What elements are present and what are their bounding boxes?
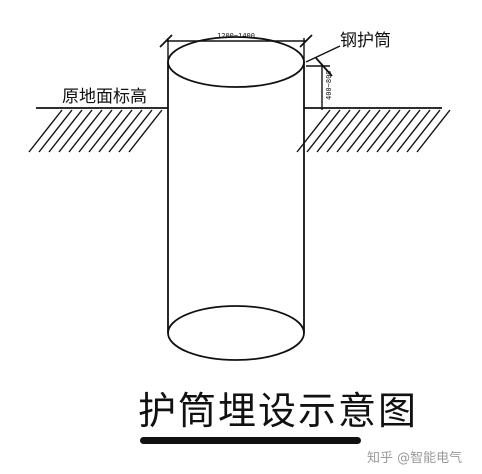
hatch-stroke [356, 109, 391, 153]
hatch-stroke [416, 109, 451, 153]
steel-casing-label: 钢护筒 [340, 31, 391, 51]
hatch-stroke [68, 109, 103, 153]
hatch-stroke [306, 109, 341, 153]
hatch-stroke [88, 109, 123, 153]
hatch-stroke [346, 109, 381, 153]
casing-top-ellipse [167, 36, 305, 88]
steel-casing-cylinder [167, 36, 305, 361]
casing-bottom-ellipse [167, 305, 305, 361]
hatch-stroke [396, 109, 431, 153]
hatch-stroke [376, 109, 411, 153]
hatch-stroke [326, 109, 361, 153]
hatch-stroke [28, 109, 63, 153]
hatch-stroke [58, 109, 93, 153]
ground-level-label: 原地面标高 [62, 87, 147, 107]
hatch-stroke [98, 109, 133, 153]
title-underline [140, 437, 361, 444]
hatch-stroke [406, 109, 441, 153]
diagram-title: 护筒埋设示意图 [138, 389, 418, 433]
hatch-stroke [38, 109, 73, 153]
ground-hatch-left [28, 109, 163, 153]
top-diameter-label: 1200~1400 [217, 32, 255, 40]
hatch-stroke [78, 109, 113, 153]
casing-height-label: 400~800 [325, 70, 333, 100]
top-diameter-dimension: 1200~1400 [159, 32, 313, 62]
hatch-stroke [108, 109, 143, 153]
ground-hatch-right [296, 109, 451, 153]
steel-casing-callout: 钢护筒 [305, 31, 391, 63]
casing-height-dimension: 400~800 [306, 57, 333, 110]
hatch-stroke [128, 109, 163, 153]
steel-casing-leader [305, 45, 341, 63]
hatch-stroke [118, 109, 153, 153]
ground-surface [28, 107, 451, 153]
hatch-stroke [316, 109, 351, 153]
hatch-stroke [48, 109, 83, 153]
hatch-stroke [296, 109, 331, 153]
watermark: 知乎 @智能电气 [367, 450, 462, 466]
hatch-stroke [366, 109, 401, 153]
hatch-stroke [386, 109, 421, 153]
hatch-stroke [336, 109, 371, 153]
